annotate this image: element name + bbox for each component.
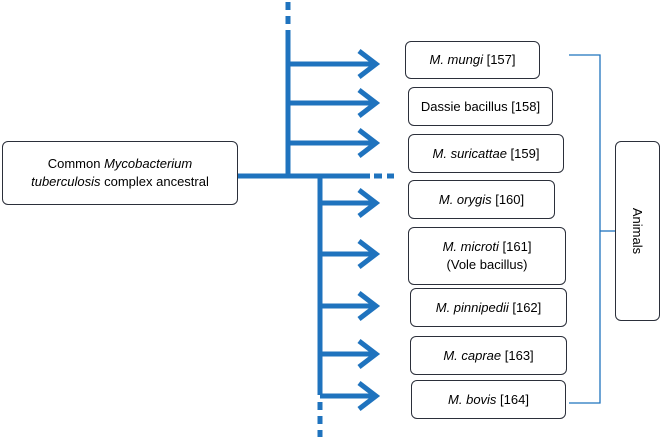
arrow-head [357,128,381,158]
species-name: M. orygis [438,191,492,207]
species-name: M. pinnipedii [435,299,509,315]
animals-group-box: Animals [615,141,660,321]
species-box-m-pinnipedii: M. pinnipedii [162] [410,288,567,327]
arrow-head [357,188,381,218]
arrow-head [357,88,381,118]
ancestor-line1-italic: Mycobacterium [104,156,193,171]
species-name: M. mungi [429,52,483,67]
species-box-m-bovis: M. bovis [164] [411,380,566,419]
arrow-head [357,381,381,411]
arrow-head [357,239,381,269]
ancestor-text: Common Mycobacterium tuberculosis comple… [31,155,209,191]
species-name: M. bovis [448,391,497,407]
arrow-head [357,291,381,321]
species-ref: Dassie bacillus [158] [420,98,541,114]
ancestor-line1-plain: Common [47,156,105,171]
species-name: M. caprae [443,347,502,363]
species-ref: [164] [496,391,529,407]
ancestor-box: Common Mycobacterium tuberculosis comple… [2,141,238,205]
species-box-m-mungi: M. mungi [157] [405,41,540,79]
species-name: M. microti [442,239,499,254]
ancestor-line2-plain: complex ancestral [100,174,209,189]
species-box-m-orygis: M. orygis [160] [408,180,555,219]
species-box-m-suricattae: M. suricattae [159] [408,134,564,173]
group-bracket [569,54,601,404]
species-ref: [163] [501,347,534,363]
species-extra: (Vole bacillus) [446,257,528,272]
species-ref: [160] [491,191,525,207]
species-ref: [162] [508,299,542,315]
species-box-m-caprae: M. caprae [163] [410,336,567,375]
species-box-m-microti: M. microti [161] (Vole bacillus) [408,227,566,285]
species-ref: [159] [506,145,540,161]
arrow-head [357,339,381,369]
species-box-dassie-bacillus: Dassie bacillus [158] [408,87,553,126]
animals-label: Animals [630,207,646,255]
species-name: M. suricattae [432,145,507,161]
arrow-head [357,49,381,79]
ancestor-line2-italic: tuberculosis [31,174,101,189]
species-ref: [157] [482,52,516,67]
species-ref: [161] [498,239,532,254]
